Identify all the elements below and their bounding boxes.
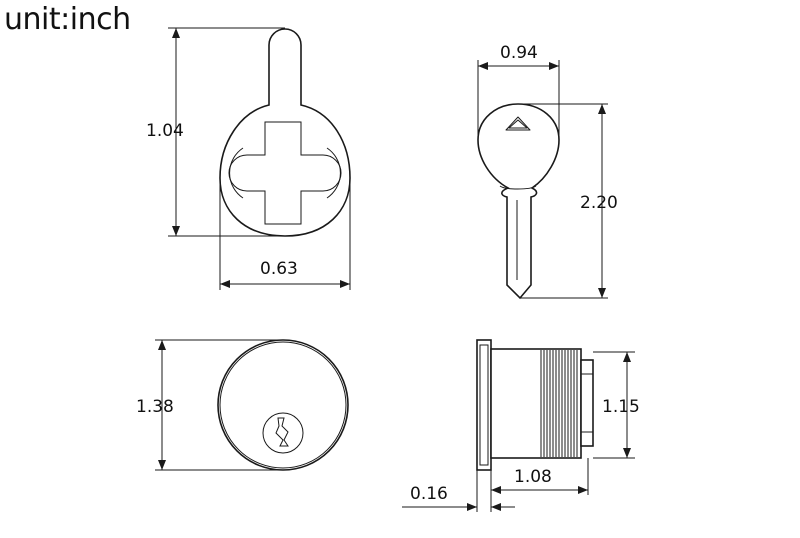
cam-height-label: 1.04 (146, 121, 184, 141)
key-part (477, 103, 560, 300)
cylinder-side-part (476, 339, 594, 471)
cylinder-diameter-label: 1.38 (136, 397, 174, 417)
key-length-dimension: 2.20 (518, 103, 618, 299)
cylinder-face (217, 339, 349, 471)
key-width-dimension: 0.94 (477, 43, 560, 140)
cylinder-diameter-dimension: 1.38 (136, 339, 283, 471)
key-hole-inner (508, 119, 528, 129)
body-length-label: 1.08 (514, 467, 552, 487)
keyway (275, 417, 289, 447)
cam-outline (219, 28, 351, 237)
body-length-dimension: 1.08 (490, 458, 589, 495)
cam-height-dimension: 1.04 (146, 27, 285, 237)
keyway-plug (262, 412, 304, 454)
body-diameter-label: 1.15 (602, 397, 640, 417)
body-diameter-dimension: 1.15 (593, 351, 640, 459)
cylinder-front-part (217, 339, 349, 471)
cylinder-flange (476, 339, 492, 471)
cylinder-flange-inner (479, 344, 489, 466)
key-length-label: 2.20 (580, 193, 618, 213)
unit-label: unit:inch (4, 2, 131, 37)
key-outline (477, 103, 560, 300)
cam-width-dimension: 0.63 (219, 180, 351, 290)
cam-part (219, 28, 351, 237)
key-width-label: 0.94 (500, 43, 538, 63)
cam-cross-slot (228, 121, 342, 225)
flange-thickness-dimension: 0.16 (402, 470, 515, 512)
key-hole (505, 116, 531, 131)
cylinder-threads (540, 350, 578, 457)
cylinder-tailpiece (580, 359, 594, 447)
flange-thickness-label: 0.16 (410, 484, 448, 504)
cylinder-face-inner (219, 341, 347, 469)
cam-width-label: 0.63 (260, 259, 298, 279)
key-shoulder (499, 185, 537, 190)
cam-slot-outline (229, 147, 341, 199)
